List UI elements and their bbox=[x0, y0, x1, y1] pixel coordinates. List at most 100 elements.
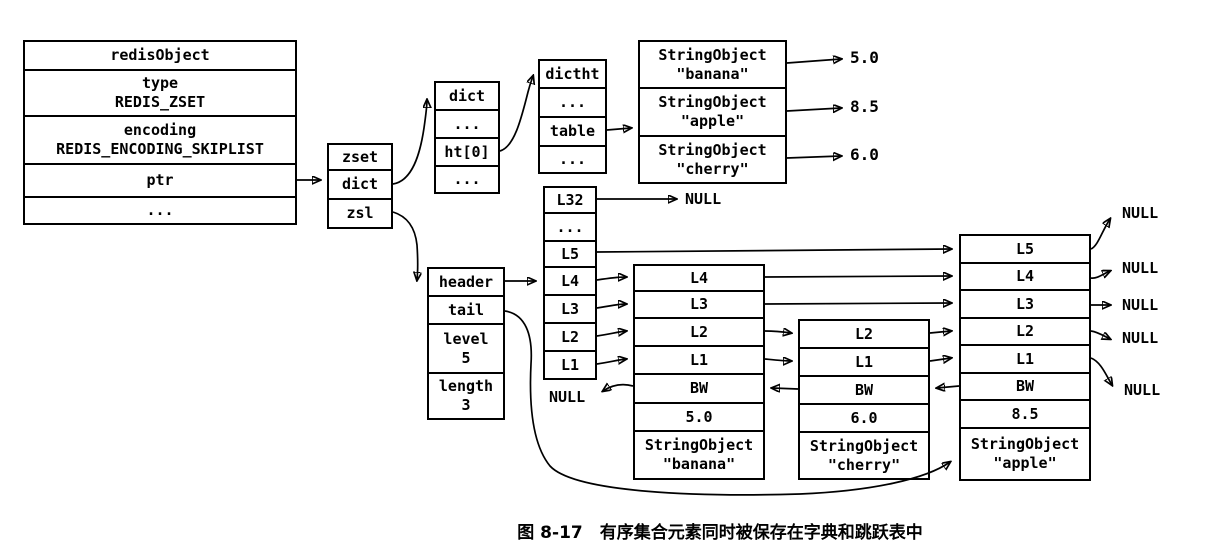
node-level-l5: L5 bbox=[959, 234, 1091, 264]
skiplist-node-apple: L5 L4 L3 L2 L1 BW 8.5 StringObject "appl… bbox=[959, 234, 1091, 481]
node-score-cell: 8.5 bbox=[959, 399, 1091, 429]
null-label-apple-l1: NULL bbox=[1124, 381, 1161, 399]
ellipsis-text: ... bbox=[453, 114, 481, 133]
arrow-apple-l4-to-null bbox=[1090, 271, 1110, 279]
arrow-cherry-l2-to-apple bbox=[929, 331, 951, 333]
zset-dict-text: dict bbox=[341, 175, 379, 194]
redis-object-type-cell: type REDIS_ZSET bbox=[23, 69, 297, 117]
dict-title-text: dict bbox=[448, 86, 486, 105]
node-level-l2: L2 bbox=[633, 317, 765, 347]
node-backward-cell: BW bbox=[798, 375, 930, 405]
obj-type-text: StringObject bbox=[970, 435, 1080, 454]
arrow-l2-to-banana bbox=[596, 331, 626, 336]
arrow-banana-to-score bbox=[786, 59, 841, 63]
zset-title-cell: zset bbox=[327, 143, 393, 171]
arrow-banana-l4-to-apple bbox=[764, 276, 951, 277]
encoding-value: REDIS_ENCODING_SKIPLIST bbox=[56, 140, 264, 158]
skiplist-length-cell: length 3 bbox=[427, 372, 505, 420]
arrow-table-to-hashtable bbox=[606, 128, 631, 130]
hash-entry-cherry: StringObject "cherry" bbox=[638, 135, 787, 184]
level-text: L2 bbox=[854, 324, 874, 343]
hash-entry-apple: StringObject "apple" bbox=[638, 87, 787, 137]
level-text: L2 bbox=[689, 322, 709, 341]
node-obj-cell: StringObject "cherry" bbox=[798, 431, 930, 480]
type-label: type bbox=[141, 74, 179, 93]
skiplist-header-text: header bbox=[438, 272, 494, 291]
node-level-l2: L2 bbox=[959, 317, 1091, 346]
arrow-banana-l2-to-cherry bbox=[764, 331, 791, 333]
level-text: L1 bbox=[854, 352, 874, 371]
node-obj-cell: StringObject "apple" bbox=[959, 427, 1091, 481]
arrow-l5-to-apple bbox=[596, 249, 951, 252]
level-text: L2 bbox=[560, 327, 580, 346]
level-text: L3 bbox=[560, 299, 580, 318]
score-text: 8.5 bbox=[1011, 404, 1039, 423]
redis-object-ellipsis-cell: ... bbox=[23, 196, 297, 225]
level-text: L3 bbox=[1015, 294, 1035, 313]
arrow-apple-bw-to-cherry bbox=[937, 386, 960, 388]
hash-entry-value: "apple" bbox=[680, 112, 745, 130]
ellipsis-text: ... bbox=[558, 93, 587, 112]
arrow-l4-to-banana bbox=[596, 277, 626, 280]
ellipsis-text: ... bbox=[453, 170, 481, 189]
dict-ellipsis-cell-2: ... bbox=[434, 165, 500, 194]
node-score-cell: 5.0 bbox=[633, 402, 765, 432]
header-level-l4: L4 bbox=[543, 266, 597, 296]
type-value: REDIS_ZSET bbox=[114, 93, 206, 111]
skiplist-level-value: 5 bbox=[461, 348, 471, 367]
dict-ht0-cell: ht[0] bbox=[434, 137, 500, 167]
redis-object-ptr-cell: ptr bbox=[23, 163, 297, 198]
zset-title-text: zset bbox=[341, 147, 379, 166]
zset-zsl-text: zsl bbox=[346, 204, 374, 223]
backward-text: BW bbox=[689, 379, 709, 398]
zset-zsl-cell: zsl bbox=[327, 198, 393, 229]
dictht-box: dictht ... table ... bbox=[538, 59, 607, 174]
arrow-apple-l5-to-null bbox=[1090, 219, 1110, 250]
null-label-apple-l2: NULL bbox=[1122, 329, 1159, 347]
dictht-title-text: dictht bbox=[545, 64, 600, 83]
arrow-cherry-to-score bbox=[786, 156, 841, 158]
node-level-l3: L3 bbox=[959, 289, 1091, 319]
redis-object-title: redisObject bbox=[23, 40, 297, 71]
header-level-l5: L5 bbox=[543, 240, 597, 268]
skiplist-tail-text: tail bbox=[447, 300, 485, 319]
hash-entry-type: StringObject bbox=[658, 93, 767, 112]
hash-entry-banana: StringObject "banana" bbox=[638, 40, 787, 89]
node-level-l1: L1 bbox=[959, 344, 1091, 374]
node-score-cell: 6.0 bbox=[798, 403, 930, 433]
node-obj-cell: StringObject "banana" bbox=[633, 430, 765, 480]
obj-value-text: "apple" bbox=[993, 454, 1057, 472]
ellipsis-text: ... bbox=[558, 150, 587, 169]
arrow-zsetzsl-to-skiplist bbox=[392, 211, 418, 280]
dict-title-cell: dict bbox=[434, 81, 500, 111]
redis-object-encoding-cell: encoding REDIS_ENCODING_SKIPLIST bbox=[23, 115, 297, 165]
node-level-l4: L4 bbox=[959, 262, 1091, 291]
score-text: 6.0 bbox=[850, 408, 878, 427]
dict-box: dict ... ht[0] ... bbox=[434, 81, 500, 194]
null-label-header-backward: NULL bbox=[549, 388, 586, 406]
arrow-l3-to-banana bbox=[596, 304, 626, 308]
hash-score-apple: 8.5 bbox=[850, 97, 879, 116]
zset-box: zset dict zsl bbox=[327, 143, 393, 229]
ptr-label: ptr bbox=[146, 171, 174, 190]
null-label-apple-l4: NULL bbox=[1122, 259, 1159, 277]
figure-caption: 图 8-17 有序集合元素同时被保存在字典和跳跃表中 bbox=[517, 523, 923, 543]
hash-table-box: StringObject "banana" StringObject "appl… bbox=[638, 40, 787, 184]
hash-score-banana: 5.0 bbox=[850, 48, 879, 67]
ellipsis-text: ... bbox=[556, 217, 584, 236]
arrow-cherry-bw-to-banana bbox=[772, 388, 799, 389]
dictht-table-text: table bbox=[549, 122, 596, 141]
skiplist-node-banana: L4 L3 L2 L1 BW 5.0 StringObject "banana" bbox=[633, 264, 765, 480]
level-text: L4 bbox=[1015, 267, 1035, 286]
skiplist-header-cell: header bbox=[427, 267, 505, 297]
score-text: 5.0 bbox=[685, 407, 713, 426]
header-level-l3: L3 bbox=[543, 294, 597, 324]
level-text: L1 bbox=[1015, 349, 1035, 368]
skiplist-level-label: level bbox=[443, 329, 489, 348]
skiplist-struct-box: header tail level 5 length 3 bbox=[427, 267, 505, 420]
null-label-l32: NULL bbox=[685, 190, 722, 208]
hash-entry-value: "cherry" bbox=[676, 159, 749, 178]
arrow-cherry-l1-to-apple bbox=[929, 358, 951, 361]
level-text: L5 bbox=[1015, 239, 1035, 258]
